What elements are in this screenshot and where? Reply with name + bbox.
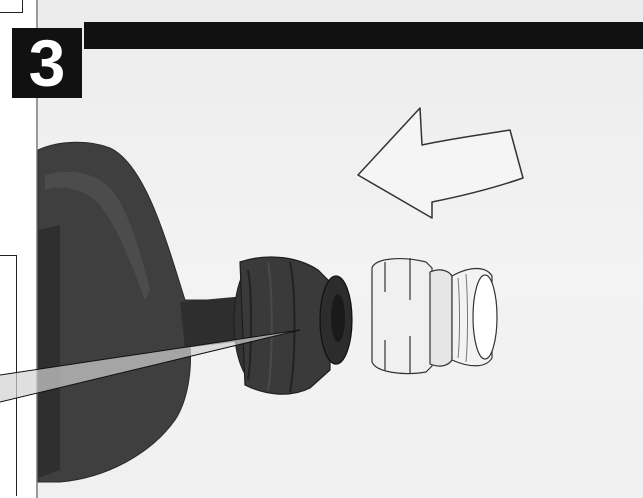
fitting-body: [372, 259, 432, 374]
fitting-flange: [430, 270, 452, 366]
direction-arrow-icon: [358, 108, 523, 218]
device-body-edge: [38, 225, 60, 478]
nozzle-opening: [331, 294, 345, 342]
collar-body: [240, 257, 330, 394]
fitting-end-face: [473, 275, 497, 359]
